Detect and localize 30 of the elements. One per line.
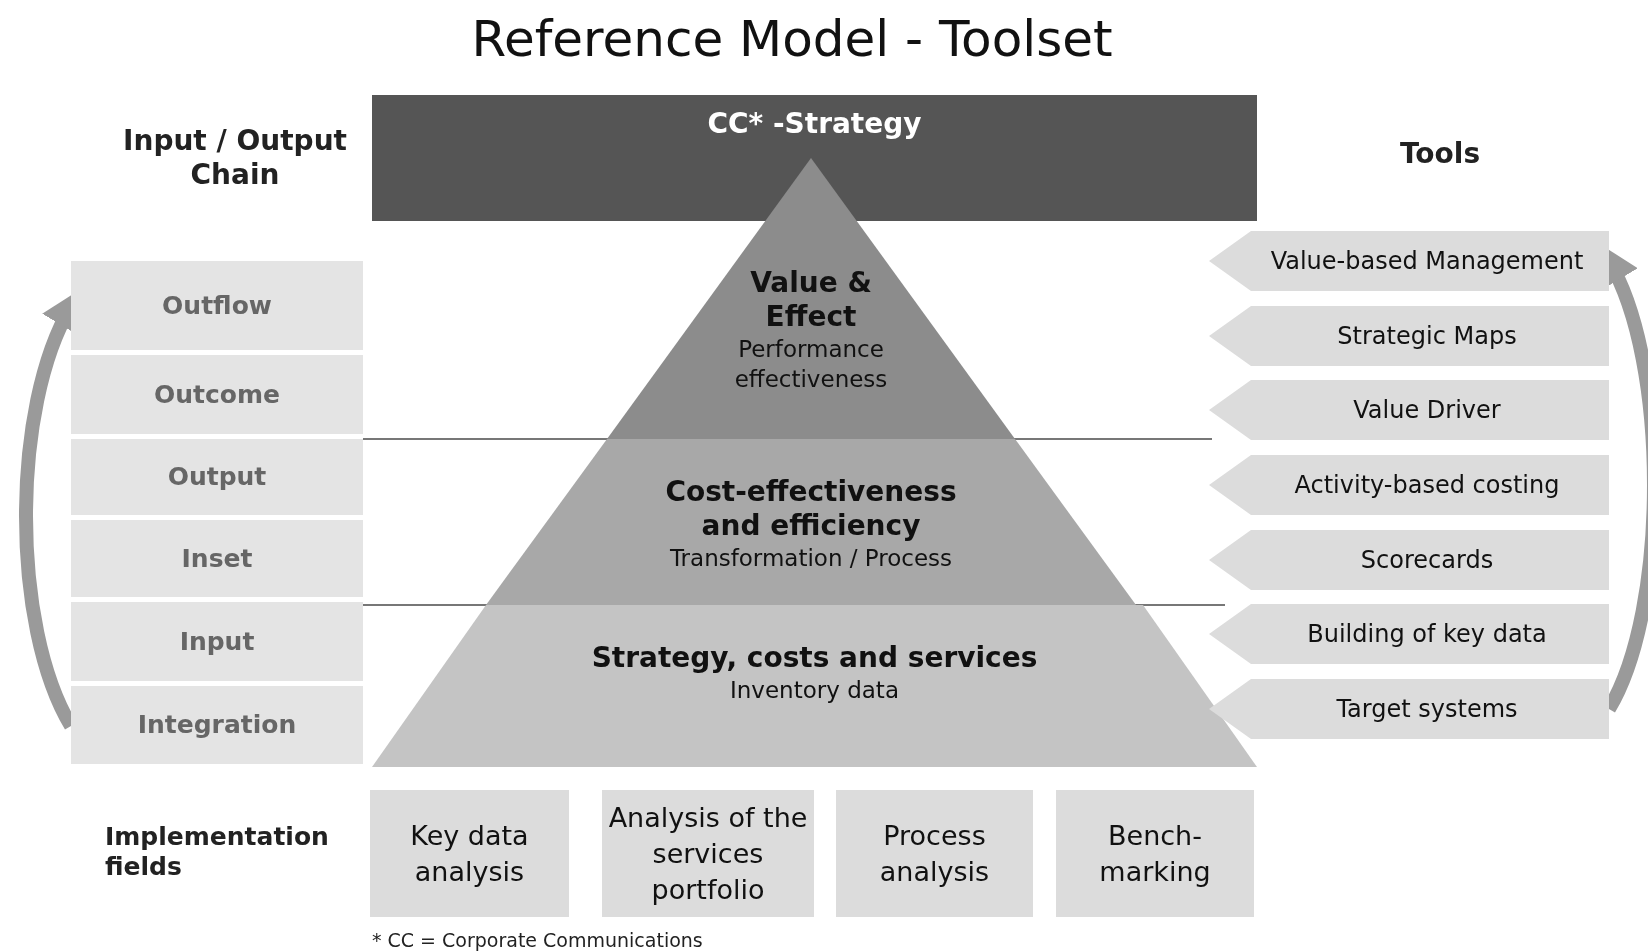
implementation-box: Analysis of the services portfolio xyxy=(602,790,814,917)
implementation-box: Bench-marking xyxy=(1056,790,1254,917)
tool-label: Building of key data xyxy=(1307,619,1547,650)
section-label: Tools xyxy=(1398,136,1482,172)
chain-stage-box: Input xyxy=(71,602,363,683)
layer-subtitle: Performance effectiveness xyxy=(733,335,889,394)
implementation-box: Key data analysis xyxy=(370,790,569,917)
banner-title: CC* -Strategy xyxy=(707,106,922,142)
diagram-title: Reference Model - Toolset xyxy=(470,9,1114,70)
layer-subtitle: Transformation / Process xyxy=(669,544,953,573)
layer-heading: Strategy, costs and services xyxy=(591,641,1038,675)
tool-label: Value Driver xyxy=(1353,395,1501,426)
tool-label: Target systems xyxy=(1336,694,1518,725)
tool-label: Value-based Management xyxy=(1270,246,1584,277)
layer-heading: Cost-effectiveness and efficiency xyxy=(664,475,958,543)
tool-label: Scorecards xyxy=(1360,545,1494,576)
implementation-box: Process analysis xyxy=(836,790,1033,917)
footnote: * CC = Corporate Communications xyxy=(372,928,704,952)
chain-stage-box: Integration xyxy=(71,686,363,766)
strategy-banner xyxy=(372,95,1257,221)
layer-subtitle: Inventory data xyxy=(730,676,899,705)
chain-stage-box: Inset xyxy=(71,520,363,599)
tool-label: Strategic Maps xyxy=(1337,321,1517,352)
chain-stage-box: Outcome xyxy=(71,355,363,436)
tool-label: Activity-based costing xyxy=(1294,470,1560,501)
section-label: Implementation fields xyxy=(105,822,330,882)
section-label: Input / Output Chain xyxy=(122,124,348,192)
chain-stage-box: Outflow xyxy=(71,261,363,352)
chain-stage-box: Output xyxy=(71,439,363,517)
layer-heading: Value & Effect xyxy=(749,266,873,334)
